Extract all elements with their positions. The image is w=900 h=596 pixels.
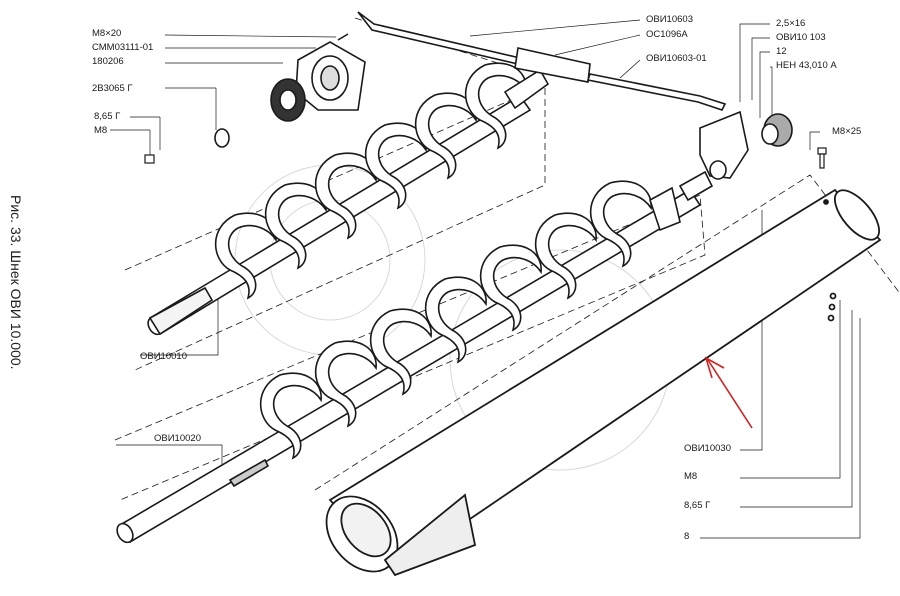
nut-top (144, 154, 155, 164)
red-indicator-arrow (704, 356, 753, 429)
label-pin-25x16: 2,5×16 (776, 18, 806, 29)
label-ovi10020: ОВИ10020 (154, 433, 201, 444)
label-ovi10030: ОВИ10030 (684, 443, 731, 454)
label-nen: НЕН 43,010 А (776, 60, 837, 71)
label-m8-bottom: М8 (684, 471, 698, 482)
lower-auger (116, 170, 714, 544)
bushing (761, 113, 793, 147)
bearing-180206 (270, 78, 306, 122)
label-m8-top: М8 (94, 125, 108, 136)
label-nut-865-bottom: 8,65 Г (684, 500, 711, 511)
label-oc1096a: ОС1096А (646, 29, 688, 40)
label-ovi10603-01: ОВИ10603-01 (646, 53, 707, 64)
auger-tube (325, 188, 882, 577)
label-12: 12 (776, 46, 787, 57)
bolt-m8x25 (817, 147, 827, 169)
label-ovi10010: ОВИ10010 (140, 351, 187, 362)
leader-lines (110, 19, 861, 539)
label-m8x20: М8×20 (92, 28, 122, 39)
bearing-housing (295, 33, 366, 111)
label-ovi10603: ОВИ10603 (646, 14, 693, 25)
label-8: 8 (684, 531, 690, 542)
linkage-rods (357, 11, 727, 111)
label-m8x25: М8×25 (832, 126, 862, 137)
label-ovi10103: ОВИ10 103 (776, 32, 826, 43)
label-180206: 180206 (92, 56, 124, 67)
upper-auger (147, 62, 550, 336)
label-nut-865-top: 8,65 Г (94, 111, 121, 122)
crank-arm (699, 110, 749, 180)
spring-washer (214, 128, 230, 148)
label-smm03111: СММ03111-01 (92, 42, 154, 53)
label-2b3065: 2В3065 Г (92, 83, 133, 94)
